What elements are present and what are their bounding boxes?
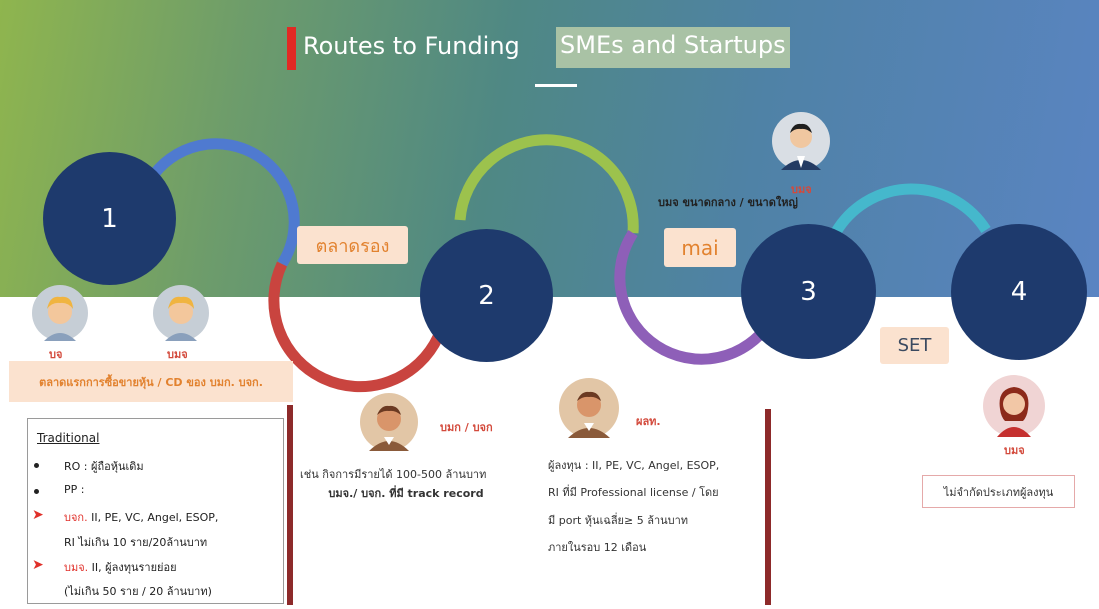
mid-description-line-2: บมจ./ บจก. ที่มี track record: [328, 487, 484, 500]
mid-description-line-1: เช่น กิจการมีรายได้ 100-500 ล้านบาท: [300, 468, 487, 481]
step-circle-1: 1: [43, 152, 176, 285]
tag-set: SET: [880, 327, 949, 364]
avatar-label-company: บจ: [49, 348, 63, 361]
traditional-row-text: II, PE, VC, Angel, ESOP,: [87, 511, 219, 524]
arc-green: [454, 134, 639, 234]
tag-secondary-market: ตลาดรอง: [297, 226, 408, 264]
arc-red: [268, 261, 443, 393]
avatar-label-woman: บมจ: [1004, 444, 1025, 457]
avatar-label-ceo: บมจ: [791, 183, 812, 196]
step-circle-4: 4: [951, 224, 1087, 360]
title-accent-bar: [287, 27, 296, 70]
primary-market-banner: ตลาดแรกการซื้อขายหุ้น / CD ของ บมก. บจก.: [9, 361, 293, 402]
tag-mai: mai: [664, 228, 736, 267]
step-circle-3: 3: [741, 224, 876, 359]
traditional-box: Traditional RO : ผู้ถือหุ้นเดิม PP : ➤ บ…: [27, 418, 284, 604]
traditional-row-text: (ไม่เกิน 50 ราย / 20 ล้านบาท): [64, 585, 212, 598]
avatar-label-mid: บมก / บจก: [440, 421, 493, 434]
arc-purple: [614, 230, 775, 365]
bullet-dot-icon: [34, 463, 39, 468]
title-underline: [535, 84, 577, 87]
traditional-row-text: II, ผู้ลงทุนรายย่อย: [88, 561, 177, 574]
investor-requirements-line-2: RI ที่มี Professional license / โดย: [548, 486, 719, 499]
investor-avatar-icon: [559, 378, 619, 438]
traditional-row-prefix: บมจ.: [64, 561, 89, 574]
title-part-2: SMEs and Startups: [556, 27, 790, 68]
businessman-avatar-icon: [360, 393, 418, 451]
no-investor-limit-box: ไม่จำกัดประเภทผู้ลงทุน: [922, 475, 1075, 508]
arrow-right-icon: ➤: [32, 507, 44, 523]
avatar-label-venture: ผลท.: [636, 415, 661, 428]
traditional-row-text: RO : ผู้ถือหุ้นเดิม: [64, 460, 144, 473]
arc-cyan: [831, 183, 991, 235]
person-avatar-icon: [153, 285, 209, 341]
woman-avatar-icon: [983, 375, 1045, 437]
arrow-right-icon: ➤: [32, 557, 44, 573]
investor-requirements-line-3: มี port หุ้นเฉลี่ย≥ 5 ล้านบาท: [548, 514, 689, 527]
avatar-label-public-company: บมจ: [167, 348, 188, 361]
title-part-1: Routes to Funding: [303, 32, 520, 60]
arc-blue: [145, 138, 300, 267]
investor-requirements-line-4: ภายในรอบ 12 เดือน: [548, 541, 647, 554]
divider-line: [287, 405, 293, 605]
traditional-row-prefix: บจก.: [64, 511, 88, 524]
executive-avatar-icon: [772, 112, 830, 170]
step-circle-2: 2: [420, 229, 553, 362]
person-avatar-icon: [32, 285, 88, 341]
traditional-row-text: PP :: [64, 483, 85, 496]
bullet-dot-icon: [34, 489, 39, 494]
traditional-title: Traditional: [37, 431, 100, 445]
traditional-row-text: RI ไม่เกิน 10 ราย/20ล้านบาท: [64, 536, 208, 549]
investor-requirements-line-1: ผู้ลงทุน : II, PE, VC, Angel, ESOP,: [548, 459, 720, 472]
ceo-caption: บมจ ขนาดกลาง / ขนาดใหญ่: [658, 196, 798, 209]
divider-line: [765, 409, 771, 605]
